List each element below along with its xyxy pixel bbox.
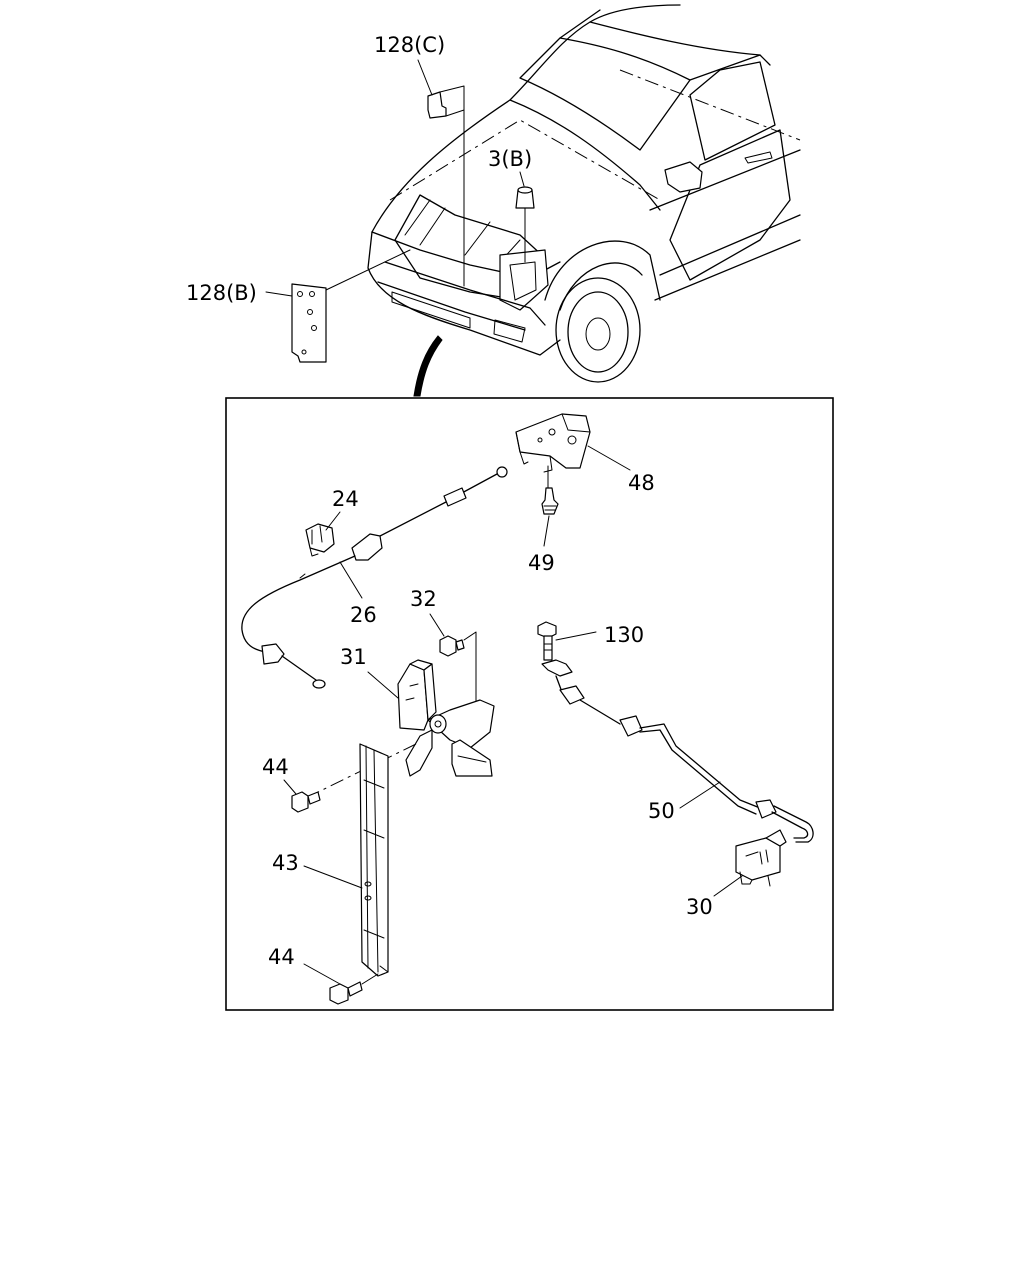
detail-pointer-arrow [413,335,443,397]
leader-49 [543,515,550,547]
part-44-bolt-upper [291,791,321,813]
leader-50 [679,781,721,809]
callout-49: 49 [528,551,555,575]
callout-43: 43 [272,851,299,875]
part-130-bolt [537,621,557,661]
leader-43 [303,865,363,889]
leader-44-upper [283,779,297,795]
part-30-hood-switch [735,829,787,887]
callout-44-lower: 44 [268,945,295,969]
leader-3b [519,171,525,187]
part-128c-bracket [427,85,465,287]
part-44-bolt-lower [329,973,379,1005]
leader-26 [339,561,363,599]
leader-30 [713,875,743,897]
part-128b-plate [291,249,411,363]
callout-32: 32 [410,587,437,611]
detail-frame [225,397,834,1011]
part-43-support-bar [359,743,389,977]
leader-128c [417,59,433,96]
part-48-latch-bracket [515,413,591,489]
part-49-clip [541,487,559,515]
callout-30: 30 [686,895,713,919]
leader-130 [555,631,597,641]
part-32-bolt [439,631,477,713]
callout-44-upper: 44 [262,755,289,779]
callout-3b: 3(B) [488,147,532,171]
callout-26: 26 [350,603,377,627]
part-24-cable-clip [305,523,335,557]
part-3b-bumper-stopper [515,186,535,263]
leader-128b [265,291,293,297]
leader-32 [429,613,445,637]
leader-24 [325,511,341,531]
callout-128b: 128(B) [186,281,257,305]
callout-31: 31 [340,645,367,669]
callout-48: 48 [628,471,655,495]
leader-48 [587,445,631,471]
part-31-hood-latch [397,659,495,777]
part-50-sensor-harness [541,659,814,843]
callout-130: 130 [604,623,644,647]
part-26-release-cable [241,466,508,689]
callout-128c: 128(C) [374,33,445,57]
leader-44-lower [303,963,341,985]
leader-31 [367,671,399,699]
vehicle-front-illustration [367,4,801,383]
callout-50: 50 [648,799,675,823]
callout-24: 24 [332,487,359,511]
